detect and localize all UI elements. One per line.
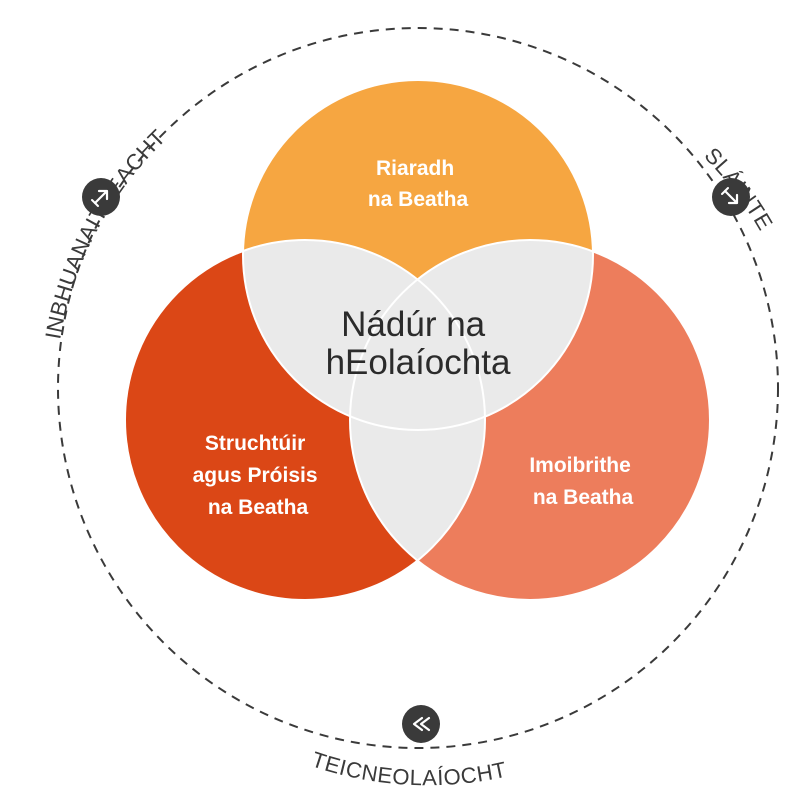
circle-top-label: Riaradh na Beatha — [368, 157, 469, 211]
double-arrow-left-icon — [402, 705, 440, 743]
center-label: Nádúr na hEolaíochta — [326, 305, 511, 382]
overlap-left-right — [350, 240, 485, 600]
dashed-ring — [57, 27, 779, 749]
circle-right-label: Imoibrithe na Beatha — [529, 454, 636, 509]
arrow-up-right-icon — [82, 178, 120, 216]
arrow-down-right-icon — [712, 178, 750, 216]
ring-label-top-left: INBHUANAITHEACHT — [40, 124, 170, 340]
ring-label-bottom: TEICNEOLAÍOCHT — [309, 747, 509, 789]
circle-left-label: Struchtúir agus Próisis na Beatha — [193, 432, 324, 519]
